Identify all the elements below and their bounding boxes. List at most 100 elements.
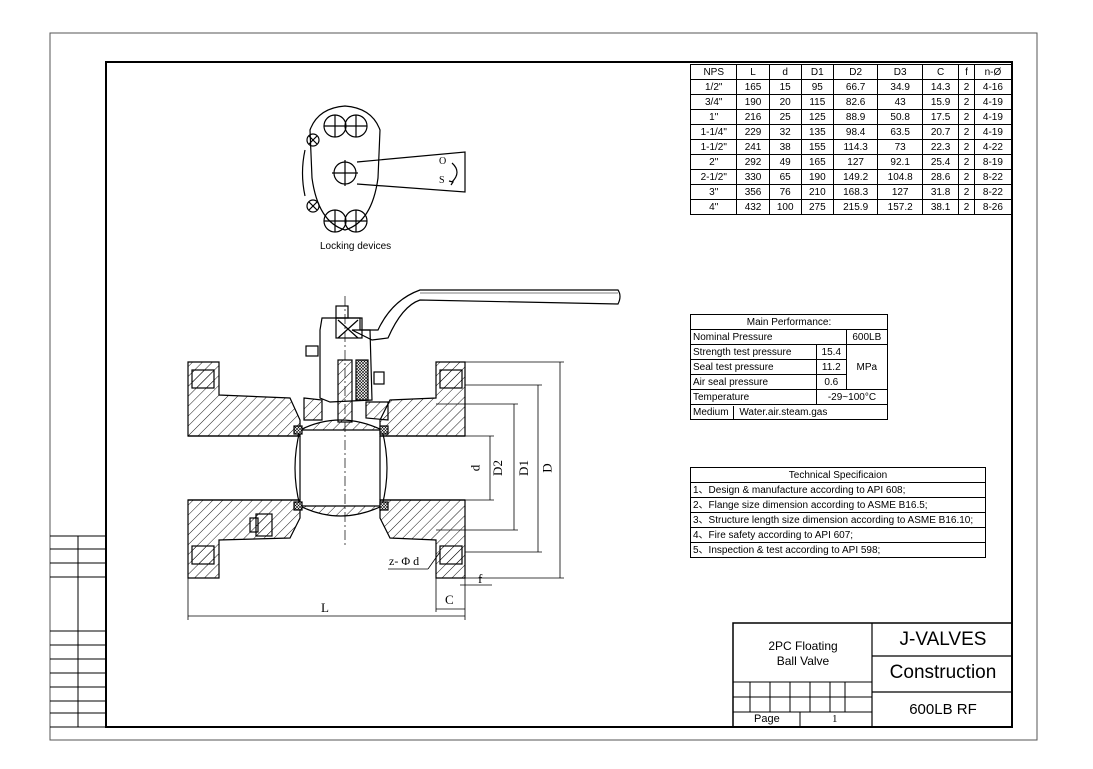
- dim-d-label: d: [467, 464, 483, 472]
- table-cell: 8-19: [973, 154, 1013, 170]
- table-cell: 8-26: [973, 199, 1013, 215]
- table-cell: 275: [800, 199, 834, 215]
- header-C: C: [921, 64, 960, 80]
- table-cell: 1": [689, 109, 738, 125]
- table-cell: 50.8: [877, 109, 923, 125]
- table-cell: 76: [768, 184, 802, 200]
- table-cell: 88.9: [832, 109, 879, 125]
- header-n: n-Ø: [973, 64, 1013, 80]
- table-cell: 125: [800, 109, 834, 125]
- product-name-line2: Ball Valve: [776, 654, 830, 668]
- spec-item: 1、Design & manufacture according to API …: [690, 482, 986, 498]
- table-cell: 34.9: [877, 79, 923, 95]
- table-cell: 229: [736, 124, 770, 140]
- dim-D-label: D: [539, 463, 555, 473]
- table-cell: 2: [958, 169, 975, 185]
- header-D3: D3: [877, 64, 923, 80]
- table-cell: 25.4: [921, 154, 960, 170]
- table-cell: 330: [736, 169, 770, 185]
- pressure-unit: MPa: [845, 344, 889, 390]
- table-cell: 65: [768, 169, 802, 185]
- table-cell: 8-22: [973, 169, 1013, 185]
- medium-value: Water.air.steam.gas: [739, 406, 828, 418]
- table-cell: 165: [736, 79, 770, 95]
- temperature-label: Temperature: [690, 389, 817, 405]
- table-cell: 168.3: [832, 184, 879, 200]
- header-nps: NPS: [689, 64, 738, 80]
- table-cell: 356: [736, 184, 770, 200]
- table-cell: 2: [958, 184, 975, 200]
- medium-row: Medium Water.air.steam.gas: [690, 404, 888, 420]
- air-value: 0.6: [815, 374, 847, 390]
- locking-devices-label: Locking devices: [320, 241, 392, 252]
- spec-title: Technical Specificaion: [690, 467, 986, 483]
- dim-f-label: f: [478, 571, 483, 586]
- valve-section-drawing: [187, 289, 621, 579]
- pressure-rating: 600LB RF: [909, 701, 977, 718]
- table-cell: 2: [958, 94, 975, 110]
- seal-label: Seal test pressure: [690, 359, 817, 375]
- table-cell: 127: [832, 154, 879, 170]
- performance-title: Main Performance:: [690, 314, 888, 330]
- table-cell: 165: [800, 154, 834, 170]
- table-cell: 38.1: [921, 199, 960, 215]
- product-name-line1: 2PC Floating: [768, 639, 838, 653]
- page-number: 1: [832, 713, 838, 725]
- shut-label: S: [439, 175, 445, 186]
- table-cell: 28.6: [921, 169, 960, 185]
- table-cell: 25: [768, 109, 802, 125]
- header-L: L: [736, 64, 770, 80]
- table-cell: 4-19: [973, 109, 1013, 125]
- nominal-pressure-label: Nominal Pressure: [690, 329, 847, 345]
- table-cell: 1-1/4": [689, 124, 738, 140]
- table-cell: 241: [736, 139, 770, 155]
- nominal-pressure-value: 600LB: [845, 329, 889, 345]
- table-cell: 4-19: [973, 94, 1013, 110]
- company-name: J-VALVES: [899, 629, 987, 650]
- dim-C-label: C: [445, 592, 454, 607]
- table-cell: 216: [736, 109, 770, 125]
- header-d: d: [768, 64, 802, 80]
- table-cell: 1-1/2": [689, 139, 738, 155]
- table-cell: 2: [958, 124, 975, 140]
- table-cell: 2: [958, 199, 975, 215]
- open-label: O: [439, 156, 447, 167]
- table-cell: 4-16: [973, 79, 1013, 95]
- seal-value: 11.2: [815, 359, 847, 375]
- table-cell: 1/2": [689, 79, 738, 95]
- table-cell: 155: [800, 139, 834, 155]
- header-f: f: [958, 64, 975, 80]
- table-cell: 31.8: [921, 184, 960, 200]
- table-cell: 215.9: [832, 199, 879, 215]
- table-header-row: NPS L d D1 D2 D3 C f n-Ø: [689, 64, 1013, 80]
- table-cell: 2": [689, 154, 738, 170]
- table-cell: 210: [800, 184, 834, 200]
- table-cell: 20: [768, 94, 802, 110]
- temperature-value: -29~100°C: [815, 389, 889, 405]
- table-cell: 63.5: [877, 124, 923, 140]
- table-cell: 73: [877, 139, 923, 155]
- table-cell: 127: [877, 184, 923, 200]
- spec-item: 2、Flange size dimension according to ASM…: [690, 497, 986, 513]
- table-cell: 190: [800, 169, 834, 185]
- table-cell: 190: [736, 94, 770, 110]
- spec-item: 5、Inspection & test according to API 598…: [690, 542, 986, 558]
- table-cell: 4-22: [973, 139, 1013, 155]
- table-cell: 4": [689, 199, 738, 215]
- table-cell: 8-22: [973, 184, 1013, 200]
- technical-spec-table: Technical Specificaion 1、Design & manufa…: [690, 467, 986, 558]
- table-cell: 2: [958, 139, 975, 155]
- table-cell: 82.6: [832, 94, 879, 110]
- page-label: Page: [754, 713, 780, 725]
- dim-D1-label: D1: [515, 460, 531, 476]
- table-cell: 2: [958, 79, 975, 95]
- spec-item: 3、Structure length size dimension accord…: [690, 512, 986, 528]
- table-cell: 3/4": [689, 94, 738, 110]
- table-cell: 114.3: [832, 139, 879, 155]
